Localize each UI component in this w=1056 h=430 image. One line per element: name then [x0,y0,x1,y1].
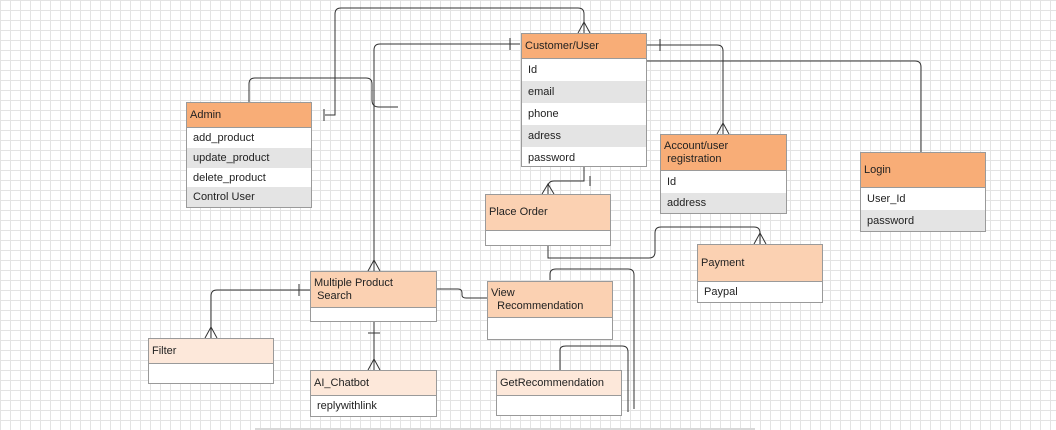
field-customer-id: Id [528,64,538,76]
entity-login[interactable]: Login User_Id password [860,152,986,232]
field-customer-password: password [528,151,576,164]
entity-multiple-product-search[interactable]: Multiple Product Search [310,271,437,322]
field-customer-adress: adress [522,125,646,147]
entity-customer-user-title: Customer/User [522,34,646,59]
entity-filter-title: Filter [149,339,273,364]
field-chatbot-replywithlink: replywithlink [317,400,377,412]
entity-ai-chatbot-title: AI_Chatbot [311,371,436,396]
crowfoot-filter [204,325,218,339]
field-payment-paypal: Paypal [704,286,738,298]
entity-place-order-title: Place Order [486,195,610,231]
field-customer-email: email [522,81,646,103]
connector-order-payment [547,226,761,259]
connector-getrec-loop [559,345,629,412]
entity-customer-user[interactable]: Customer/User Id email phone adress pass… [521,33,647,167]
connector-search-view [437,288,487,299]
field-login-password: password [861,210,985,231]
field-admin-control-user: Control User [187,187,311,207]
field-admin-update-product: update_product [187,148,311,168]
connector-customer-search [373,43,520,271]
connector-search-filter [210,289,311,338]
entity-account-registration-title: Account/user registration [661,135,786,171]
entity-admin-title: Admin [187,103,311,128]
entity-place-order[interactable]: Place Order [485,194,611,246]
field-admin-delete-product: delete_product [193,171,266,184]
canvas-bottom-edge [255,428,755,430]
crowfoot-order [541,183,555,195]
entity-ai-chatbot[interactable]: AI_Chatbot replywithlink [310,370,437,417]
crowfoot-search-top [367,258,381,272]
entity-view-recommendation[interactable]: View Recommendation [487,281,613,340]
crowfoot-payment [753,231,767,245]
entity-get-recommendation[interactable]: GetRecommendation [496,370,622,416]
field-account-id: Id [667,176,677,188]
field-login-user-id: User_Id [867,193,906,205]
entity-filter[interactable]: Filter [148,338,274,384]
entity-login-title: Login [861,153,985,188]
entity-payment-title: Payment [698,245,822,282]
entity-multiple-product-search-title: Multiple Product Search [311,272,436,308]
entity-payment[interactable]: Payment Paypal [697,244,823,303]
entity-account-registration[interactable]: Account/user registration Id address [660,134,787,214]
field-customer-phone: phone [528,108,559,120]
entity-get-recommendation-title: GetRecommendation [497,371,621,396]
crowfoot-account [716,121,730,135]
connector-customer-account [647,44,724,134]
entity-view-recommendation-title: View Recommendation [488,282,612,318]
entity-admin[interactable]: Admin add_product update_product delete_… [186,102,312,208]
crowfoot-chatbot [367,357,381,371]
field-admin-add-product: add_product [193,132,255,144]
field-account-address: address [661,193,786,213]
connector-customer-order [547,166,585,194]
connector-view-getrec [549,268,635,409]
crowfoot-customer-top [577,20,591,34]
connector-customer-login [647,60,922,152]
connector-admin-customer [325,7,585,116]
